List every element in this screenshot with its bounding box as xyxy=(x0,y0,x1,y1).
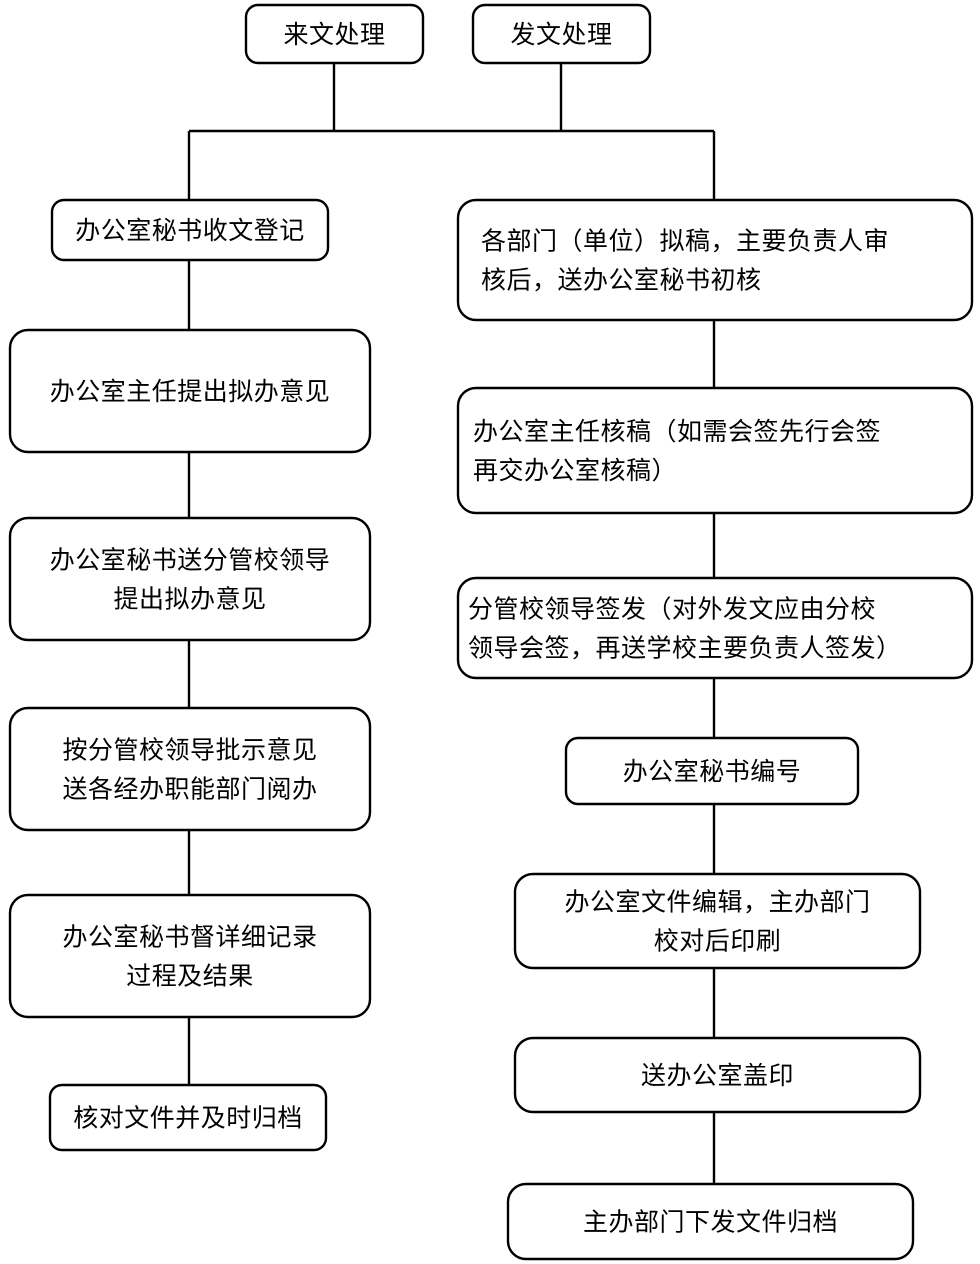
node-label-line: 过程及结果 xyxy=(126,962,254,991)
node-box-out-6 xyxy=(513,1036,922,1114)
node-label-in-6: 核对文件并及时归档 xyxy=(73,1104,303,1133)
node-label-in-1: 办公室秘书收文登记 xyxy=(75,216,305,245)
node-label-line: 办公室秘书编号 xyxy=(623,757,802,786)
node-label-line: 办公室秘书送分管校领导 xyxy=(50,546,331,575)
node-in-1[interactable]: 办公室秘书收文登记 xyxy=(50,198,330,262)
node-label-line: 各部门（单位）拟稿，主要负责人审 xyxy=(481,227,889,256)
node-label-in-2: 办公室主任提出拟办意见 xyxy=(50,377,331,406)
node-label-line: 办公室秘书督详细记录 xyxy=(62,923,317,952)
node-label-out-1: 各部门（单位）拟稿，主要负责人审核后，送办公室秘书初核 xyxy=(481,227,889,295)
node-layer: 来文处理发文处理办公室秘书收文登记办公室主任提出拟办意见办公室秘书送分管校领导提… xyxy=(8,3,974,1261)
node-box-out-7 xyxy=(506,1182,915,1261)
node-label-line: 校对后印刷 xyxy=(654,927,782,956)
node-box-out-1 xyxy=(456,198,974,322)
node-out-5[interactable]: 办公室文件编辑，主办部门校对后印刷 xyxy=(513,872,922,970)
node-label-in-4: 按分管校领导批示意见送各经办职能部门阅办 xyxy=(62,736,317,804)
node-label-out-4: 办公室秘书编号 xyxy=(623,757,802,786)
node-in-3[interactable]: 办公室秘书送分管校领导提出拟办意见 xyxy=(8,516,372,642)
node-label-out-5: 办公室文件编辑，主办部门校对后印刷 xyxy=(564,888,870,956)
node-box-incoming-start xyxy=(244,3,425,65)
node-in-2[interactable]: 办公室主任提出拟办意见 xyxy=(8,328,372,454)
node-label-line: 来文处理 xyxy=(283,20,385,49)
node-outgoing-start[interactable]: 发文处理 xyxy=(471,3,652,65)
node-box-out-4 xyxy=(564,736,860,806)
node-out-2[interactable]: 办公室主任核稿（如需会签先行会签再交办公室核稿） xyxy=(456,386,974,515)
node-label-line: 办公室主任核稿（如需会签先行会签 xyxy=(473,417,881,446)
node-label-out-7: 主办部门下发文件归档 xyxy=(583,1208,838,1237)
node-label-outgoing-start: 发文处理 xyxy=(510,20,612,49)
node-label-out-6: 送办公室盖印 xyxy=(641,1061,794,1090)
node-label-line: 提出拟办意见 xyxy=(113,585,266,614)
node-out-1[interactable]: 各部门（单位）拟稿，主要负责人审核后，送办公室秘书初核 xyxy=(456,198,974,322)
node-in-5[interactable]: 办公室秘书督详细记录过程及结果 xyxy=(8,893,372,1019)
node-label-out-3: 分管校领导签发（对外发文应由分校领导会签，再送学校主要负责人签发） xyxy=(468,595,902,663)
node-label-in-3: 办公室秘书送分管校领导提出拟办意见 xyxy=(50,546,331,614)
node-label-in-5: 办公室秘书督详细记录过程及结果 xyxy=(62,923,317,991)
node-box-in-4 xyxy=(8,706,372,832)
node-box-in-6 xyxy=(48,1083,328,1152)
connector-layer xyxy=(187,63,716,1184)
node-box-outgoing-start xyxy=(471,3,652,65)
node-label-line: 办公室秘书收文登记 xyxy=(75,216,305,245)
node-out-3[interactable]: 分管校领导签发（对外发文应由分校领导会签，再送学校主要负责人签发） xyxy=(456,576,974,680)
node-in-4[interactable]: 按分管校领导批示意见送各经办职能部门阅办 xyxy=(8,706,372,832)
node-label-line: 领导会签，再送学校主要负责人签发） xyxy=(468,634,902,663)
node-box-in-5 xyxy=(8,893,372,1019)
node-label-line: 办公室主任提出拟办意见 xyxy=(50,377,331,406)
node-in-6[interactable]: 核对文件并及时归档 xyxy=(48,1083,328,1152)
node-label-line: 办公室文件编辑，主办部门 xyxy=(564,888,870,917)
node-label-line: 发文处理 xyxy=(510,20,612,49)
node-box-in-1 xyxy=(50,198,330,262)
node-box-out-3 xyxy=(456,576,974,680)
node-out-7[interactable]: 主办部门下发文件归档 xyxy=(506,1182,915,1261)
node-label-line: 再交办公室核稿） xyxy=(473,456,677,485)
node-label-line: 主办部门下发文件归档 xyxy=(583,1208,838,1237)
node-label-line: 按分管校领导批示意见 xyxy=(62,736,317,765)
node-box-out-5 xyxy=(513,872,922,970)
node-out-4[interactable]: 办公室秘书编号 xyxy=(564,736,860,806)
node-out-6[interactable]: 送办公室盖印 xyxy=(513,1036,922,1114)
node-label-incoming-start: 来文处理 xyxy=(283,20,385,49)
node-label-line: 分管校领导签发（对外发文应由分校 xyxy=(468,595,876,624)
node-label-line: 核后，送办公室秘书初核 xyxy=(481,266,762,295)
node-box-in-2 xyxy=(8,328,372,454)
node-label-line: 送各经办职能部门阅办 xyxy=(62,775,317,804)
node-box-out-2 xyxy=(456,386,974,515)
node-label-line: 送办公室盖印 xyxy=(641,1061,794,1090)
node-label-out-2: 办公室主任核稿（如需会签先行会签再交办公室核稿） xyxy=(473,417,881,485)
node-incoming-start[interactable]: 来文处理 xyxy=(244,3,425,65)
node-box-in-3 xyxy=(8,516,372,642)
node-label-line: 核对文件并及时归档 xyxy=(73,1104,303,1133)
